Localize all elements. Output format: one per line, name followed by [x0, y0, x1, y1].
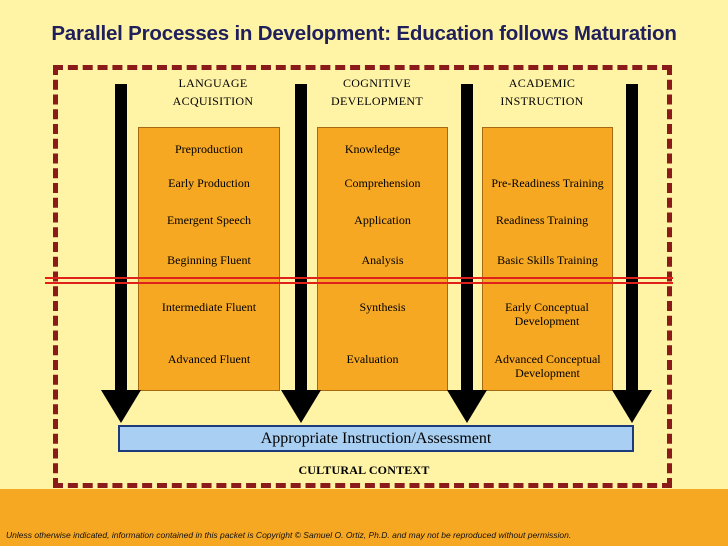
academic-item: Readiness Training	[495, 213, 589, 227]
header-academic: ACADEMIC INSTRUCTION	[477, 74, 607, 110]
cultural-context-label: CULTURAL CONTEXT	[298, 463, 430, 477]
header-academic-line2: INSTRUCTION	[500, 94, 584, 108]
header-language-line1: LANGUAGE	[178, 76, 248, 90]
panel-cognitive	[317, 127, 448, 391]
academic-item: Advanced Conceptual Development	[494, 352, 601, 380]
language-item: Beginning Fluent	[167, 253, 251, 267]
cognitive-item: Comprehension	[344, 176, 421, 190]
footer-band	[0, 489, 728, 546]
panel-academic	[482, 127, 613, 391]
divider-line	[45, 277, 673, 279]
language-item: Intermediate Fluent	[161, 300, 257, 314]
language-item: Early Production	[168, 176, 250, 190]
header-cognitive-line2: DEVELOPMENT	[331, 94, 423, 108]
header-language-line2: ACQUISITION	[172, 94, 254, 108]
cognitive-item: Evaluation	[346, 352, 399, 366]
down-arrow-icon	[101, 84, 141, 423]
divider-line	[45, 282, 673, 284]
academic-item: Early Conceptual Development	[505, 300, 589, 328]
down-arrow-icon	[612, 84, 652, 423]
cognitive-item: Analysis	[361, 253, 404, 267]
panel-language	[138, 127, 280, 391]
cognitive-item: Synthesis	[359, 300, 406, 314]
header-cognitive: COGNITIVE DEVELOPMENT	[312, 74, 442, 110]
header-language: LANGUAGE ACQUISITION	[148, 74, 278, 110]
down-arrow-icon	[447, 84, 487, 423]
academic-item: Pre-Readiness Training	[491, 176, 604, 190]
instruction-assessment-bar: Appropriate Instruction/Assessment	[118, 425, 634, 452]
cognitive-item: Knowledge	[344, 142, 401, 156]
page-title: Parallel Processes in Development: Educa…	[51, 22, 677, 45]
header-cognitive-line1: COGNITIVE	[342, 76, 412, 90]
copyright-notice: Unless otherwise indicated, information …	[6, 530, 572, 540]
language-item: Preproduction	[175, 142, 243, 156]
language-item: Advanced Fluent	[167, 352, 251, 366]
academic-item: Basic Skills Training	[497, 253, 598, 267]
language-item: Emergent Speech	[166, 213, 252, 227]
header-academic-line1: ACADEMIC	[508, 76, 576, 90]
down-arrow-icon	[281, 84, 321, 423]
cognitive-item: Application	[354, 213, 411, 227]
dashed-frame	[53, 65, 672, 488]
